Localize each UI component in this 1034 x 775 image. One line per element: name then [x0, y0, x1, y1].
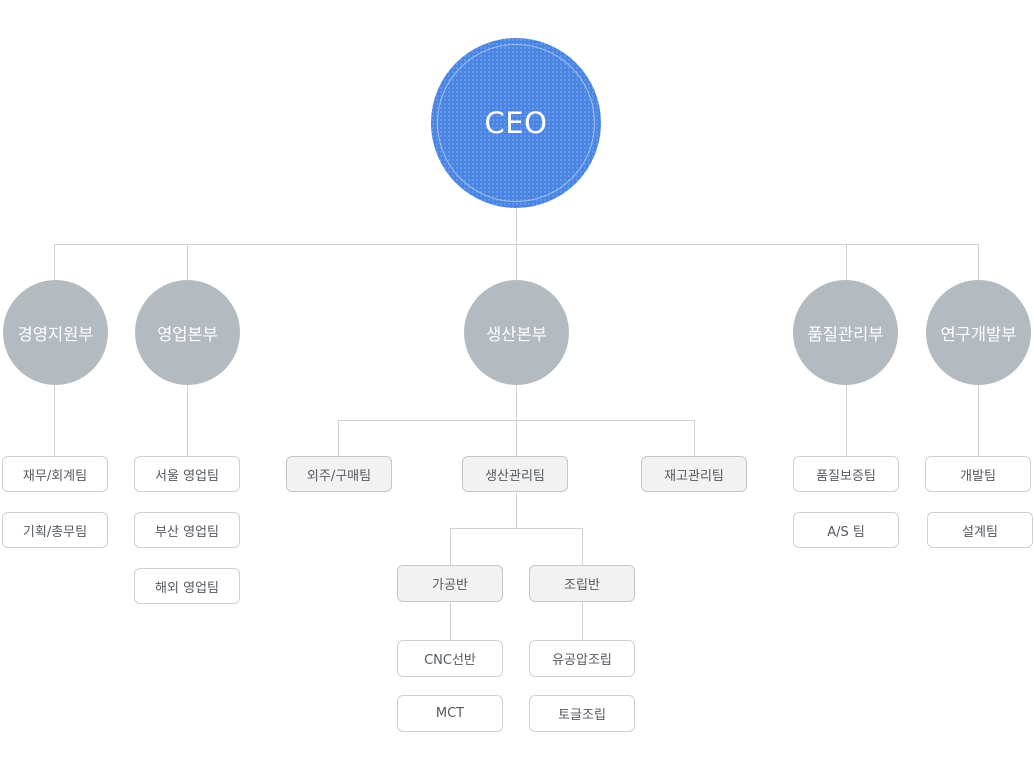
team-after-service: A/S 팀 — [793, 512, 899, 548]
connector-ceo-down — [516, 208, 517, 244]
item-toggle-assembly: 토글조립 — [529, 695, 635, 732]
dept-quality: 품질관리부 — [793, 280, 898, 385]
team-quality-assurance: 품질보증팀 — [793, 456, 899, 492]
connector-unit-1 — [450, 528, 451, 565]
team-outsourcing-purchasing: 외주/구매팀 — [286, 456, 392, 492]
connector-dept-5-teams — [978, 385, 979, 456]
connector-dept-2 — [187, 244, 188, 280]
connector-dept-1 — [54, 244, 55, 280]
unit-machining: 가공반 — [397, 565, 503, 602]
dept-management-support: 경영지원부 — [3, 280, 108, 385]
connector-mgmt-horizontal — [450, 528, 583, 529]
team-overseas-sales: 해외 영업팀 — [134, 568, 240, 604]
connector-unit-1-items — [450, 602, 451, 640]
team-production-management: 생산관리팀 — [462, 456, 568, 492]
connector-unit-2 — [582, 528, 583, 565]
team-development: 개발팀 — [925, 456, 1031, 492]
connector-dept-2-teams — [187, 385, 188, 456]
team-inventory-management: 재고관리팀 — [641, 456, 747, 492]
item-mct: MCT — [397, 695, 503, 732]
team-seoul-sales: 서울 영업팀 — [134, 456, 240, 492]
connector-prod-right — [694, 420, 695, 456]
connector-mgmt-down — [516, 493, 517, 528]
connector-dept-3 — [516, 244, 517, 280]
connector-unit-2-items — [582, 602, 583, 640]
unit-assembly: 조립반 — [529, 565, 635, 602]
ceo-label: CEO — [484, 106, 548, 140]
team-design: 설계팀 — [927, 512, 1033, 548]
connector-prod-horizontal — [338, 420, 695, 421]
dept-production: 생산본부 — [464, 280, 569, 385]
connector-dept-4 — [846, 244, 847, 280]
connector-dept-4-teams — [846, 385, 847, 456]
item-cnc-lathe: CNC선반 — [397, 640, 503, 677]
item-hydraulic-assembly: 유공압조립 — [529, 640, 635, 677]
dept-sales: 영업본부 — [135, 280, 240, 385]
dept-rnd: 연구개발부 — [926, 280, 1031, 385]
connector-dept-5 — [978, 244, 979, 280]
team-planning-general: 기획/총무팀 — [2, 512, 108, 548]
team-busan-sales: 부산 영업팀 — [134, 512, 240, 548]
connector-prod-left — [338, 420, 339, 456]
connector-dept-1-teams — [54, 385, 55, 456]
ceo-node: CEO — [431, 38, 601, 208]
team-finance-accounting: 재무/회계팀 — [2, 456, 108, 492]
ceo-ring — [437, 44, 595, 202]
